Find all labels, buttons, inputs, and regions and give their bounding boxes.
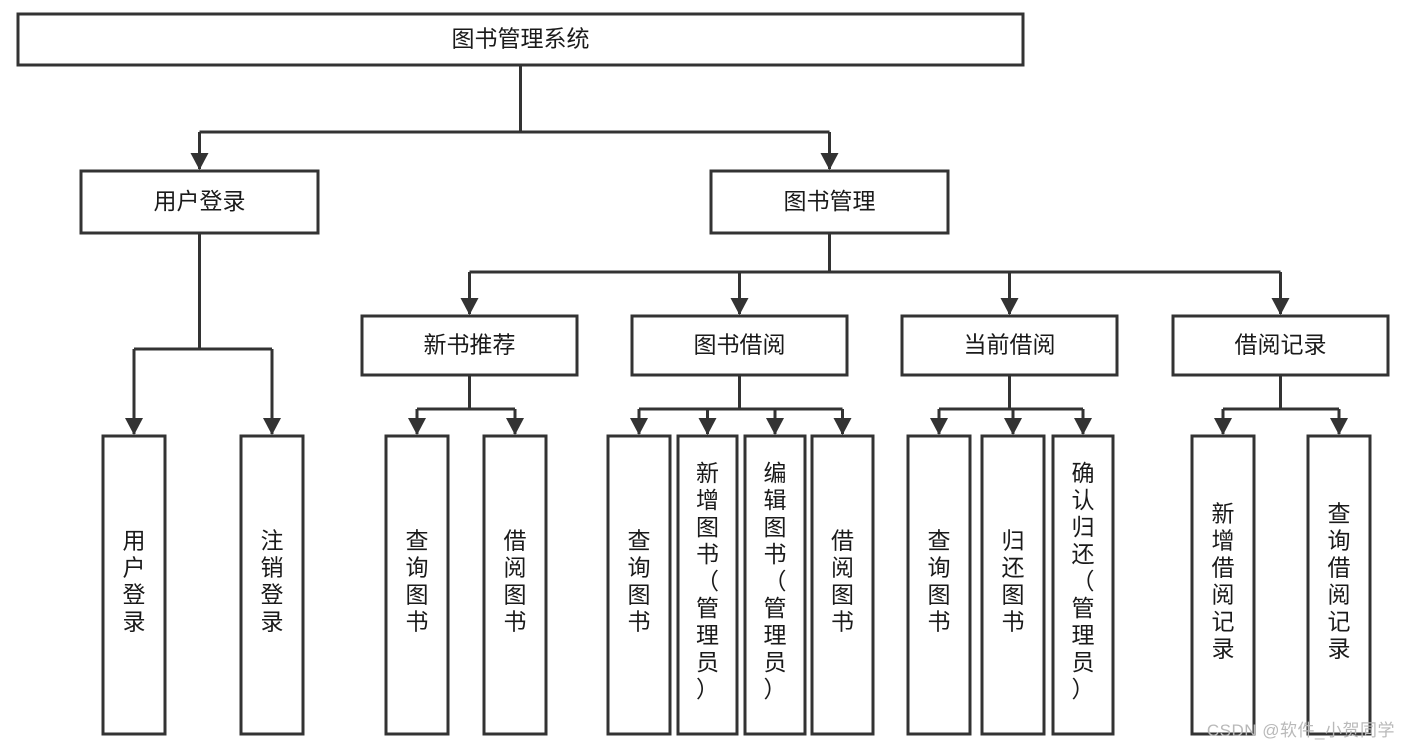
- node-box-leaf-return-book: [980, 434, 1046, 736]
- node-label-leaf-borrow-book-1: 借阅图书: [504, 528, 527, 635]
- node-box-leaf-query-record: [1306, 434, 1372, 736]
- node-leaf-add-record[interactable]: 新增借阅记录: [1190, 434, 1256, 736]
- node-leaf-query-book-3[interactable]: 查询图书: [906, 434, 972, 736]
- node-label-book-manage: 图书管理: [784, 188, 876, 214]
- node-label-leaf-user-logout: 注销登录: [261, 528, 284, 635]
- node-leaf-return-book[interactable]: 归还图书: [980, 434, 1046, 736]
- node-label-leaf-query-book-3: 查询图书: [928, 528, 951, 635]
- node-label-current-borrow: 当前借阅: [964, 332, 1056, 358]
- node-box-leaf-query-book-3: [906, 434, 972, 736]
- node-new-book-recommend[interactable]: 新书推荐: [360, 314, 579, 377]
- node-leaf-edit-book[interactable]: 编辑图书（管理员）: [743, 434, 807, 736]
- arrow-head-icon: [1214, 418, 1232, 435]
- node-label-root: 图书管理系统: [452, 26, 590, 52]
- node-leaf-user-logout[interactable]: 注销登录: [239, 434, 305, 736]
- node-label-leaf-query-record: 查询借阅记录: [1328, 501, 1351, 662]
- node-box-leaf-user-login: [101, 434, 167, 736]
- arrow-head-icon: [1000, 298, 1019, 315]
- node-label-leaf-edit-book: 编辑图书（管理员）: [764, 460, 787, 702]
- node-label-leaf-query-book-1: 查询图书: [406, 528, 429, 635]
- node-box-leaf-confirm-return: [1051, 434, 1115, 736]
- arrow-head-icon: [506, 418, 524, 435]
- node-user-login[interactable]: 用户登录: [79, 169, 320, 235]
- node-box-leaf-edit-book: [743, 434, 807, 736]
- node-box-leaf-user-logout: [239, 434, 305, 736]
- node-box-new-book-recommend: [360, 314, 579, 377]
- arrow-head-icon: [833, 418, 852, 435]
- node-label-user-login: 用户登录: [154, 188, 246, 214]
- node-leaf-query-book-1[interactable]: 查询图书: [384, 434, 450, 736]
- node-label-leaf-add-book: 新增图书（管理员）: [696, 460, 719, 702]
- node-label-borrow-records: 借阅记录: [1235, 332, 1327, 358]
- node-leaf-query-book-2[interactable]: 查询图书: [606, 434, 672, 736]
- node-current-borrow[interactable]: 当前借阅: [900, 314, 1119, 377]
- csdn-watermark: CSDN @软件_小贺同学: [1206, 721, 1395, 740]
- node-book-borrow[interactable]: 图书借阅: [630, 314, 849, 377]
- connector-layer: [125, 65, 1348, 435]
- node-box-current-borrow: [900, 314, 1119, 377]
- node-box-root: [16, 12, 1025, 67]
- node-root[interactable]: 图书管理系统: [16, 12, 1025, 67]
- arrow-head-icon: [766, 418, 784, 435]
- node-label-leaf-confirm-return: 确认归还（管理员）: [1072, 460, 1095, 702]
- arrow-head-icon: [730, 298, 749, 315]
- node-box-book-manage: [709, 169, 950, 235]
- node-leaf-confirm-return[interactable]: 确认归还（管理员）: [1051, 434, 1115, 736]
- arrow-head-icon: [630, 418, 648, 435]
- node-box-leaf-query-book-1: [384, 434, 450, 736]
- arrow-head-icon: [460, 298, 479, 315]
- node-leaf-borrow-book-1[interactable]: 借阅图书: [482, 434, 548, 736]
- node-box-leaf-add-book: [676, 434, 739, 736]
- node-leaf-borrow-book-2[interactable]: 借阅图书: [810, 434, 875, 736]
- arrow-head-icon: [125, 418, 143, 435]
- node-box-leaf-query-book-2: [606, 434, 672, 736]
- node-box-book-borrow: [630, 314, 849, 377]
- arrow-head-icon: [408, 418, 426, 435]
- node-leaf-add-book[interactable]: 新增图书（管理员）: [676, 434, 739, 736]
- node-leaf-user-login[interactable]: 用户登录: [101, 434, 167, 736]
- arrow-head-icon: [1271, 298, 1290, 315]
- node-label-leaf-return-book: 归还图书: [1002, 528, 1025, 635]
- node-box-borrow-records: [1171, 314, 1390, 377]
- node-label-new-book-recommend: 新书推荐: [424, 332, 516, 358]
- arrow-head-icon: [930, 418, 948, 435]
- node-label-leaf-borrow-book-2: 借阅图书: [831, 528, 854, 635]
- arrow-head-icon: [698, 418, 717, 435]
- arrow-head-icon: [820, 153, 839, 170]
- node-box-user-login: [79, 169, 320, 235]
- node-box-leaf-add-record: [1190, 434, 1256, 736]
- arrow-head-icon: [190, 153, 209, 170]
- node-borrow-records[interactable]: 借阅记录: [1171, 314, 1390, 377]
- node-label-leaf-user-login: 用户登录: [123, 528, 146, 635]
- node-label-leaf-query-book-2: 查询图书: [628, 528, 651, 635]
- node-leaf-query-record[interactable]: 查询借阅记录: [1306, 434, 1372, 736]
- node-box-leaf-borrow-book-2: [810, 434, 875, 736]
- arrow-head-icon: [263, 418, 281, 435]
- node-layer: 图书管理系统用户登录图书管理用户登录注销登录新书推荐查询图书借阅图书图书借阅查询…: [16, 12, 1390, 736]
- arrow-head-icon: [1330, 418, 1348, 435]
- node-label-leaf-add-record: 新增借阅记录: [1212, 501, 1235, 662]
- arrow-head-icon: [1074, 418, 1092, 435]
- node-book-manage[interactable]: 图书管理: [709, 169, 950, 235]
- node-box-leaf-borrow-book-1: [482, 434, 548, 736]
- arrow-head-icon: [1004, 418, 1022, 435]
- node-label-book-borrow: 图书借阅: [694, 332, 786, 358]
